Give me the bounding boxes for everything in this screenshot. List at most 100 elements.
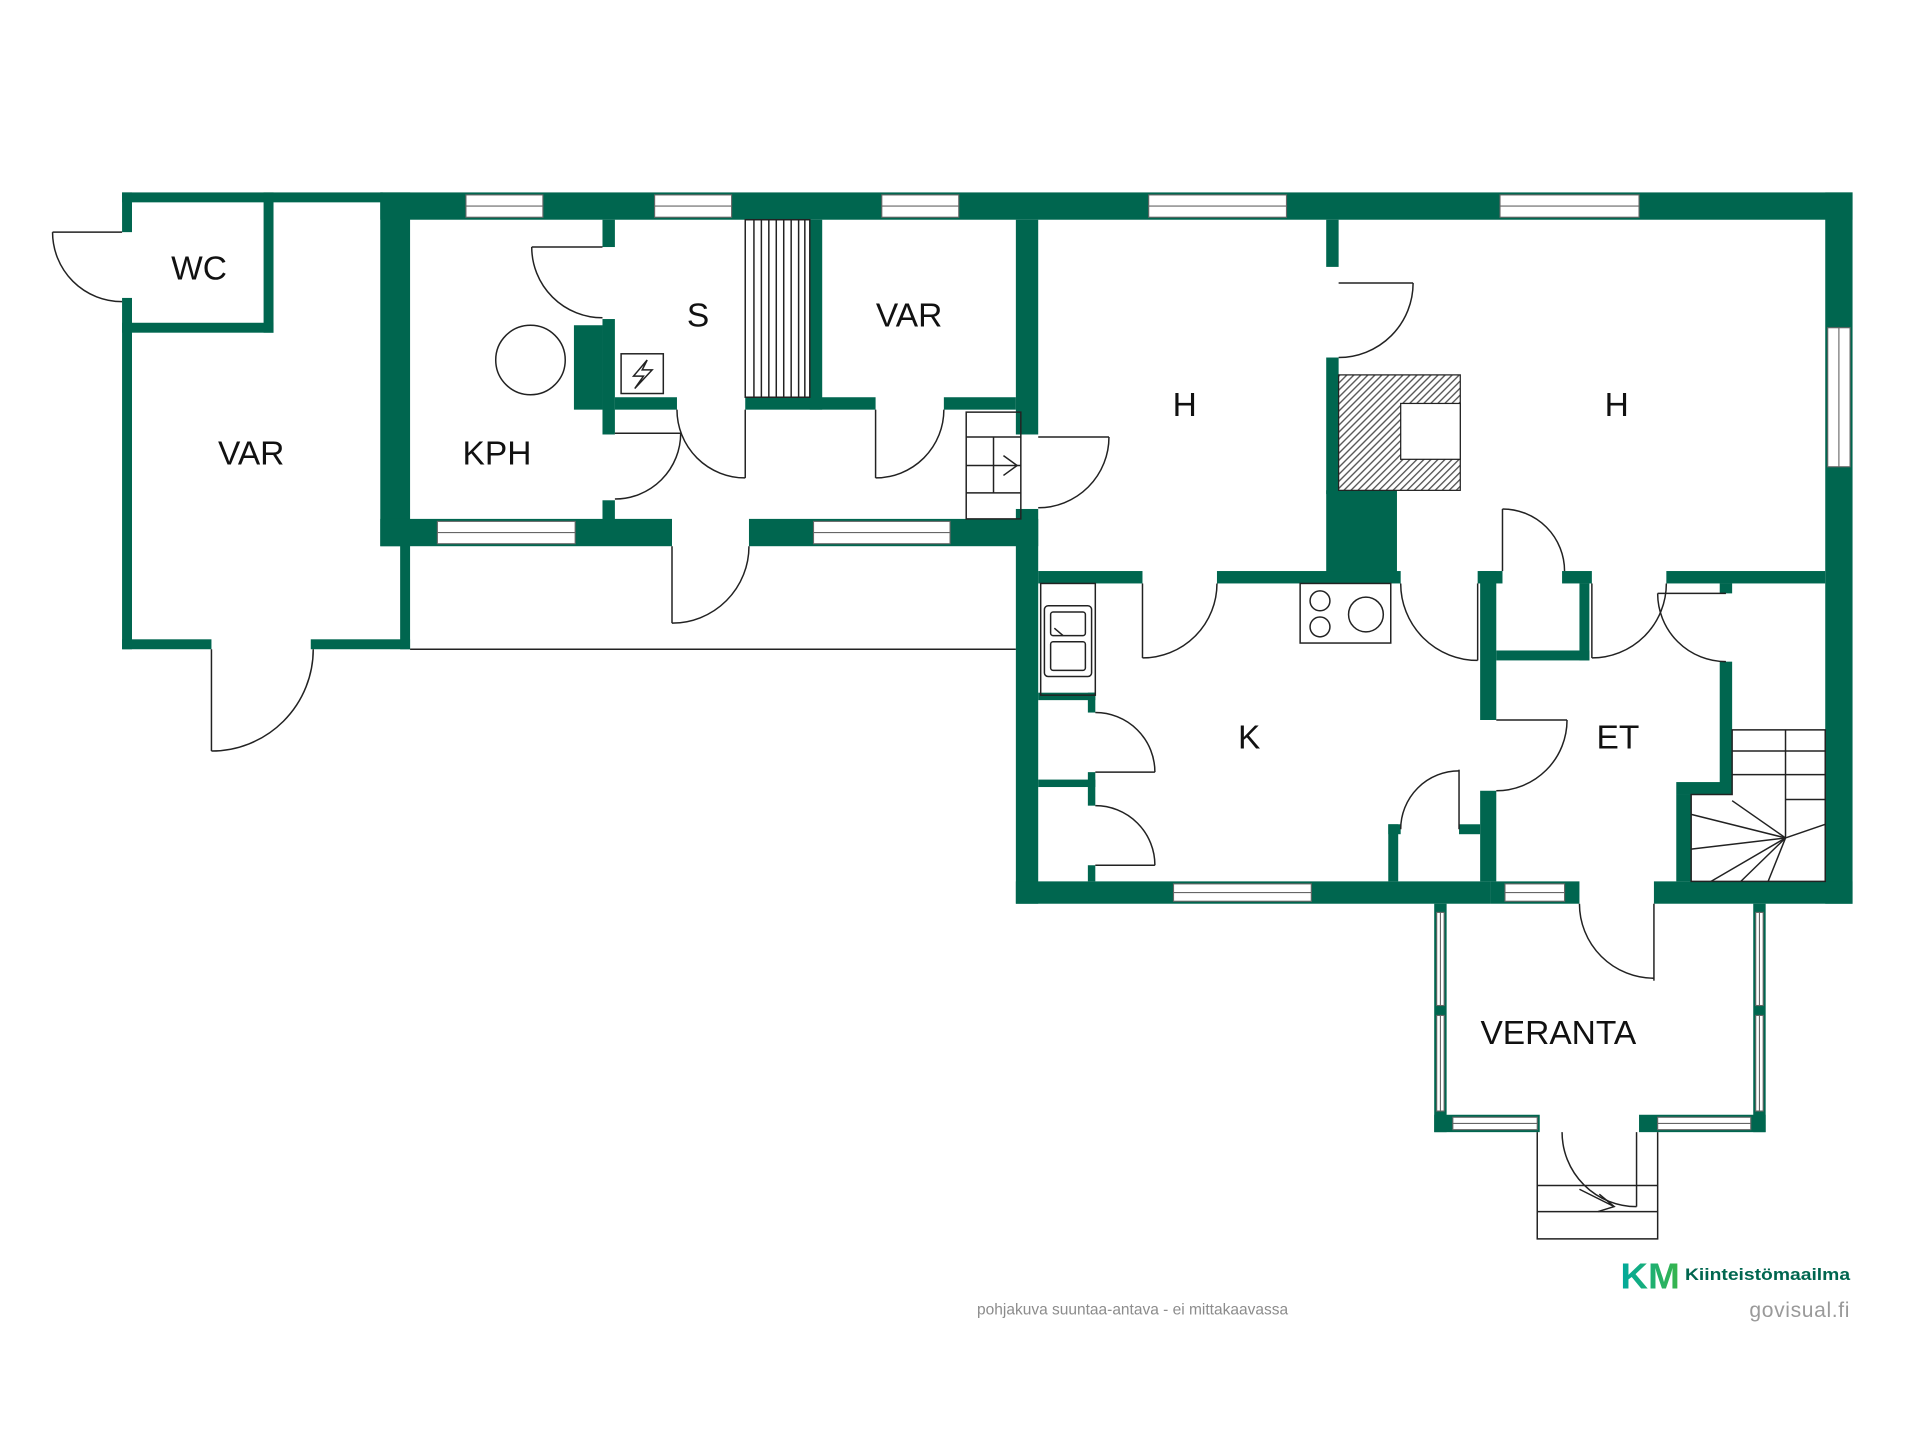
fixtures xyxy=(494,218,1826,1240)
partition-wall xyxy=(1480,571,1497,720)
window xyxy=(1436,1014,1445,1112)
partition-wall xyxy=(1666,571,1826,584)
partition-wall xyxy=(809,219,823,410)
partition-wall xyxy=(1719,583,1733,594)
window xyxy=(1148,194,1288,218)
door-kph xyxy=(614,432,682,500)
room-label-h-left: H xyxy=(1173,387,1197,424)
room-label-s: S xyxy=(687,297,709,334)
door-bedroom-closet xyxy=(1501,508,1566,572)
veranta-steps xyxy=(1536,1132,1659,1240)
round-tub xyxy=(494,324,566,396)
room-labels: WC VAR KPH S VAR H H K ET VERANTA xyxy=(171,250,1639,1052)
wall-segment xyxy=(122,297,132,650)
partition-wall xyxy=(1676,782,1733,795)
kitchen-sink xyxy=(1039,582,1097,696)
closet-wall xyxy=(1087,865,1096,882)
fireplace xyxy=(1338,374,1461,491)
closet-wall xyxy=(1087,692,1096,713)
partition-wall xyxy=(1562,571,1592,584)
outer-wall-left xyxy=(1015,508,1039,904)
room-label-var-outbuilding: VAR xyxy=(218,435,284,472)
door-kitchen-closet xyxy=(1399,769,1460,830)
room-label-veranta: VERANTA xyxy=(1480,1015,1636,1052)
closet-wall xyxy=(1038,692,1096,701)
partition-wall xyxy=(602,500,615,522)
wall-segment xyxy=(122,192,383,203)
outer-wall-right xyxy=(1825,192,1853,904)
door-bedroom-right-hall xyxy=(1591,583,1668,659)
lightning-bolt-icon xyxy=(631,359,654,390)
closet-wall xyxy=(1388,824,1399,882)
door-between-bedrooms xyxy=(1338,282,1414,359)
closet-wall xyxy=(1459,824,1481,835)
window xyxy=(1452,1116,1538,1131)
outbuilding-walls xyxy=(122,192,411,650)
spiral-staircase xyxy=(1690,729,1826,883)
wall-segment xyxy=(263,192,274,333)
door-kitchen-hall xyxy=(1496,719,1568,792)
door-hall-veranta xyxy=(1578,903,1655,981)
door-kitchen-cabinet-1 xyxy=(1095,711,1156,773)
arrow-right-icon xyxy=(1003,454,1019,477)
wall-segment xyxy=(122,192,132,233)
door-corridor-exit xyxy=(671,546,750,624)
window xyxy=(1504,883,1566,902)
wall-segment xyxy=(310,639,411,650)
room-label-wc: WC xyxy=(171,250,227,287)
door-stair-room xyxy=(1656,592,1726,663)
door-bedroom-left-kitchen xyxy=(1141,583,1218,659)
chimney xyxy=(1326,490,1397,578)
window xyxy=(1755,1014,1764,1112)
house-walls xyxy=(380,192,1853,1133)
window xyxy=(654,194,733,218)
partition-wall xyxy=(1216,571,1401,584)
partition-wall xyxy=(1676,794,1692,882)
partition-wall xyxy=(614,397,677,410)
outer-wall-left xyxy=(1015,219,1039,435)
brand-name: Kiinteistömaailma xyxy=(1685,1265,1851,1284)
partition-wall xyxy=(1719,661,1733,795)
wall-segment xyxy=(400,518,411,650)
entry-stairs xyxy=(965,411,1022,520)
window xyxy=(1436,911,1445,1007)
stove xyxy=(1299,582,1392,644)
door-bedroom-right-kitchen xyxy=(1399,583,1479,662)
outer-wall-bottom xyxy=(1653,881,1853,904)
room-label-var-storage: VAR xyxy=(876,297,942,334)
closet-wall xyxy=(1496,650,1590,661)
partition-wall xyxy=(943,397,1016,410)
door-veranta-exit xyxy=(1561,1132,1638,1208)
closet-wall xyxy=(1087,772,1096,806)
disclaimer-text: pohjakuva suuntaa-antava - ei mittakaava… xyxy=(977,1302,1288,1319)
outer-wall-left xyxy=(380,192,411,547)
sauna-bench xyxy=(744,218,811,398)
doors xyxy=(51,231,1726,1208)
room-label-kph: KPH xyxy=(463,435,532,472)
room-label-et: ET xyxy=(1597,720,1640,757)
wall-segment xyxy=(122,639,212,650)
closet-wall xyxy=(1388,824,1401,835)
window xyxy=(465,194,544,218)
door-storage xyxy=(874,409,945,479)
door-sauna-from-kph xyxy=(530,246,603,319)
window xyxy=(1755,911,1764,1007)
footer: pohjakuva suuntaa-antava - ei mittakaava… xyxy=(977,1256,1851,1323)
door-kitchen-cabinet-2 xyxy=(1095,804,1156,866)
window xyxy=(1499,194,1640,218)
brand-logo-mark: KM xyxy=(1620,1256,1680,1297)
partition-wall xyxy=(1038,571,1143,584)
window xyxy=(881,194,960,218)
door-bedroom-left-entry xyxy=(1038,436,1110,509)
wall-segment xyxy=(122,322,274,333)
window xyxy=(1827,327,1851,468)
fireplace-opening xyxy=(1400,402,1461,460)
room-label-h-right: H xyxy=(1605,387,1629,424)
door-outbuilding xyxy=(210,649,314,752)
windows xyxy=(436,194,1851,1131)
window xyxy=(812,520,951,545)
door-wc xyxy=(51,231,123,303)
door-sauna xyxy=(676,409,746,479)
room-label-k: K xyxy=(1238,720,1260,757)
